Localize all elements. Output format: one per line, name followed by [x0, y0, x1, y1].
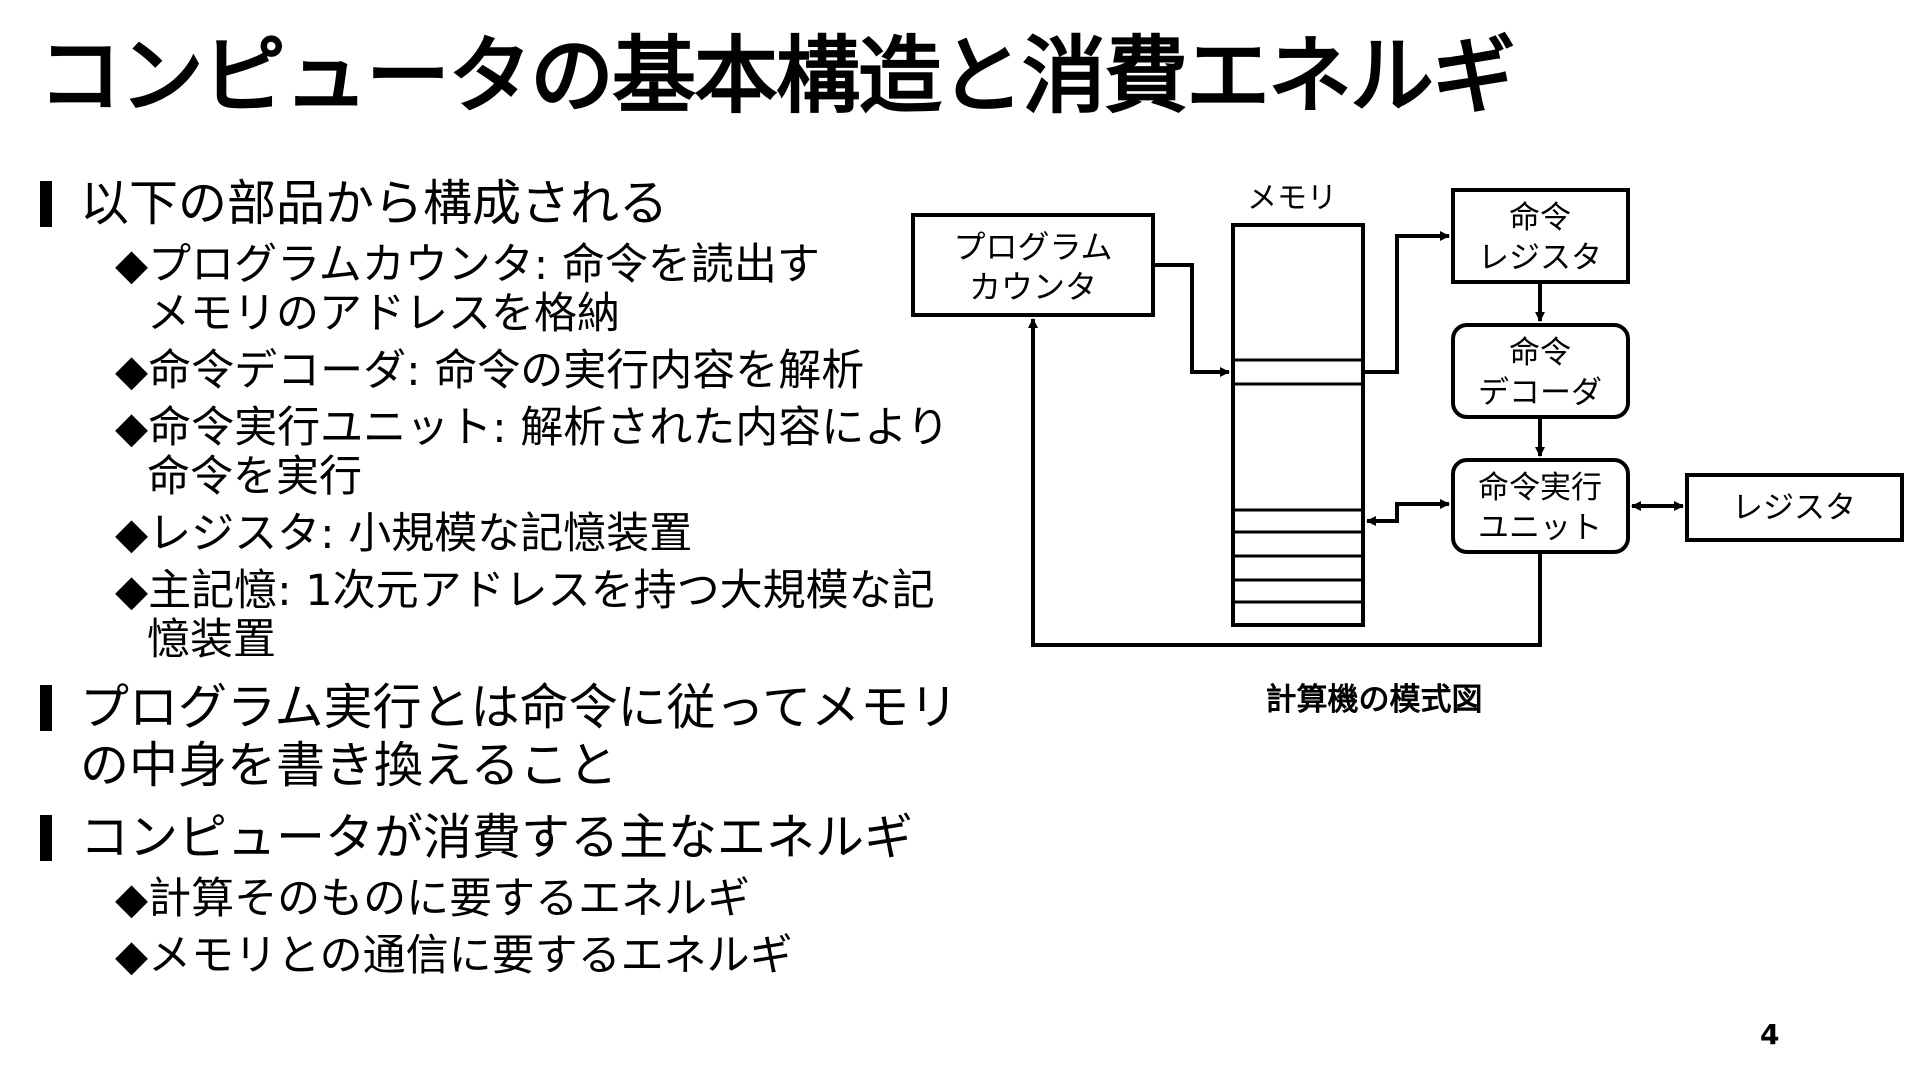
sub-bullet-text: 命令を実行: [147, 452, 362, 502]
bullet-text: の中身を書き換えること: [80, 737, 618, 794]
sub-bullet-main-memory: ◆主記憶: 1次元アドレスを持つ大規模な記 憶装置: [115, 567, 1000, 665]
page-number: 4: [1760, 1018, 1780, 1051]
sub-bullet-text: メモリのアドレスを格納: [147, 289, 620, 339]
sub-bullet-execution-unit: ◆命令実行ユニット: 解析された内容により 命令を実行: [115, 404, 1000, 502]
program-counter-box: プログラム カウンタ: [911, 213, 1155, 317]
bullet-bar-icon: [40, 685, 52, 731]
execution-unit-label: 命令実行: [1478, 470, 1602, 506]
bullet-text: 以下の部品から構成される: [80, 175, 669, 232]
sub-bullet-text: ◆命令実行ユニット: 解析された内容により: [115, 403, 950, 453]
sub-bullet-register: ◆レジスタ: 小規模な記憶装置: [115, 510, 1000, 559]
exec-to-pc-arrow: [1028, 318, 1542, 647]
program-counter-label: プログラム: [953, 228, 1112, 266]
bullet-components: 以下の部品から構成される: [40, 175, 1000, 233]
pc-to-memory-arrow: [1153, 263, 1230, 377]
exec-memory-bidirectional-arrow: [1366, 499, 1450, 526]
diagram-caption: 計算機の模式図: [1266, 682, 1483, 718]
bullet-energy: コンピュータが消費する主なエネルギ: [40, 809, 1000, 867]
slide-title: コンピュータの基本構造と消費エネルギ: [38, 27, 1516, 125]
computer-diagram: プログラム カウンタ メモリ 命令 レジスタ 命令 デコーダ 命令実行 ユニット…: [911, 181, 1904, 718]
sub-bullet-text: ◆命令デコーダ: 命令の実行内容を解析: [115, 346, 865, 396]
instruction-register-label: レジスタ: [1478, 240, 1602, 276]
bullet-list: 以下の部品から構成される ◆プログラムカウンタ: 命令を読出す メモリのアドレス…: [40, 175, 1000, 981]
sub-bullet-text: ◆レジスタ: 小規模な記憶装置: [115, 509, 693, 559]
sub-bullet-text: 憶装置: [147, 615, 276, 665]
register-box: レジスタ: [1685, 473, 1904, 542]
instruction-decoder-box: 命令 デコーダ: [1451, 323, 1630, 419]
sub-bullet-program-counter: ◆プログラムカウンタ: 命令を読出す メモリのアドレスを格納: [115, 241, 1000, 339]
instruction-register-label: 命令: [1509, 200, 1571, 236]
sub-bullet-text: ◆メモリとの通信に要するエネルギ: [115, 931, 793, 981]
program-counter-label: カウンタ: [969, 268, 1097, 306]
bullet-program-execution: プログラム実行とは命令に従ってメモリ の中身を書き換えること: [40, 679, 1000, 795]
execution-unit-label: ユニット: [1478, 510, 1602, 546]
sub-bullet-memory-energy: ◆メモリとの通信に要するエネルギ: [115, 932, 1000, 981]
memory-to-ir-arrow: [1363, 231, 1450, 374]
sub-bullet-text: ◆計算そのものに要するエネルギ: [115, 874, 751, 924]
bullet-bar-icon: [40, 815, 52, 861]
bullet-bar-icon: [40, 181, 52, 227]
instruction-decoder-label: デコーダ: [1478, 375, 1602, 411]
memory-label: メモリ: [1247, 181, 1337, 216]
instruction-decoder-label: 命令: [1509, 335, 1571, 371]
sub-bullet-text: ◆主記憶: 1次元アドレスを持つ大規模な記: [115, 566, 935, 616]
memory-block: [1231, 223, 1365, 627]
instruction-register-box: 命令 レジスタ: [1451, 188, 1630, 284]
bullet-text: プログラム実行とは命令に従ってメモリ: [80, 679, 959, 736]
sub-bullet-decoder: ◆命令デコーダ: 命令の実行内容を解析: [115, 347, 1000, 396]
sub-bullet-compute-energy: ◆計算そのものに要するエネルギ: [115, 875, 1000, 924]
execution-unit-box: 命令実行 ユニット: [1451, 458, 1630, 554]
register-label: レジスタ: [1732, 490, 1856, 526]
sub-bullet-text: ◆プログラムカウンタ: 命令を読出す: [115, 240, 820, 290]
bullet-text: コンピュータが消費する主なエネルギ: [80, 809, 914, 866]
